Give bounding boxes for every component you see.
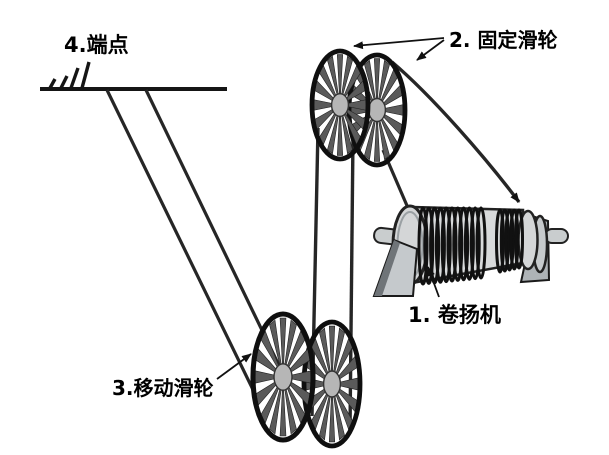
winch bbox=[372, 204, 569, 297]
fixed-pulley-left-wheel bbox=[309, 48, 371, 162]
moving-pulley-arrow bbox=[216, 353, 252, 380]
fixed-pulley-arrow-left bbox=[353, 37, 445, 50]
winch-label: 1. 卷扬机 bbox=[408, 303, 501, 327]
rope-fixed-pulley-to-winch-drum bbox=[390, 60, 521, 204]
moving-pulley-left-wheel bbox=[250, 311, 316, 443]
winch-rope-coil-main bbox=[417, 206, 487, 286]
annotation-arrows bbox=[216, 37, 445, 380]
moving-pulley-label: 3.移动滑轮 bbox=[112, 376, 214, 400]
fixed-pulley-arrow-right bbox=[416, 39, 445, 61]
moving-pulley-right-wheel bbox=[301, 319, 363, 449]
winch-rope-coil-end bbox=[495, 208, 524, 274]
fixed-pulley-label: 2. 固定滑轮 bbox=[449, 28, 557, 52]
winch-arrow bbox=[427, 266, 440, 298]
rope-endpoint-to-moving-pulley-1 bbox=[105, 89, 260, 401]
anchor-structure bbox=[40, 61, 227, 91]
winch-axle-right bbox=[544, 228, 569, 244]
winch-stand-left-shadow bbox=[374, 240, 400, 296]
anchor-hatch-marks bbox=[48, 61, 91, 89]
endpoint-label: 4.端点 bbox=[64, 33, 129, 57]
